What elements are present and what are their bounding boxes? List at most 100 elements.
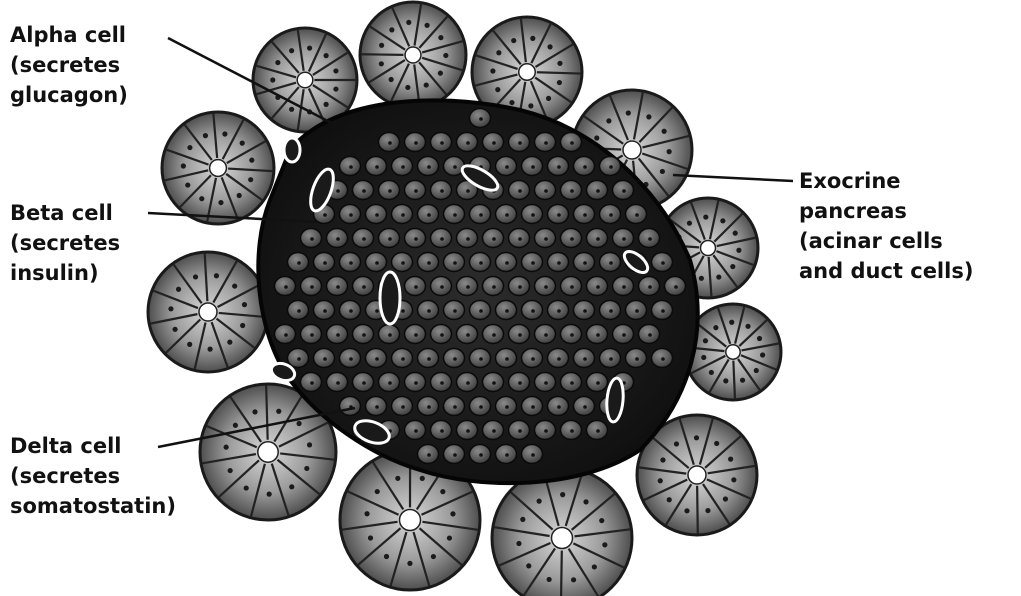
- islet-cell-nucleus: [414, 189, 418, 193]
- islet-cell-nucleus: [609, 165, 613, 169]
- islet-cell-nucleus: [466, 285, 470, 289]
- islet-cell-nucleus: [440, 333, 444, 337]
- islet-cell-nucleus: [505, 213, 509, 217]
- islet-cell-nucleus: [570, 189, 574, 193]
- islet-cell-nucleus: [544, 381, 548, 385]
- acinar-nucleus: [667, 497, 672, 502]
- acinar-nucleus: [716, 274, 721, 279]
- islet-cell-nucleus: [414, 333, 418, 337]
- islet-cell-nucleus: [453, 213, 457, 217]
- islet-cell-nucleus: [453, 309, 457, 313]
- acinar-nucleus: [537, 499, 542, 504]
- islet-cell-nucleus: [479, 261, 483, 265]
- islet-cell-nucleus: [635, 213, 639, 217]
- islet-cell-nucleus: [648, 285, 652, 289]
- acinar-nucleus: [447, 535, 452, 540]
- acinar-nucleus: [516, 541, 521, 546]
- islet-cell-nucleus: [323, 261, 327, 265]
- acinus: [360, 2, 466, 108]
- acinar-nucleus: [405, 85, 410, 90]
- acinar-nucleus: [203, 133, 208, 138]
- islet-cell-nucleus: [453, 261, 457, 265]
- acinar-nucleus: [389, 77, 394, 82]
- acinar-nucleus: [420, 476, 425, 481]
- islet-cell-nucleus: [466, 381, 470, 385]
- islet-cell-nucleus: [349, 165, 353, 169]
- delta-label-line-2: (secretes: [10, 464, 120, 488]
- label-alpha-cell: Alpha cell (secretes glucagon): [10, 23, 128, 107]
- acinar-nucleus: [526, 563, 531, 568]
- islet-cell-nucleus: [414, 141, 418, 145]
- islet-cell-nucleus: [622, 285, 626, 289]
- acinar-nucleus: [733, 231, 738, 236]
- acinar-nucleus: [714, 441, 719, 446]
- islet-cell-nucleus: [310, 237, 314, 241]
- acinar-nucleus: [249, 158, 254, 163]
- islet-cell-nucleus: [427, 453, 431, 457]
- islet-cell-nucleus: [375, 405, 379, 409]
- islet-cell-nucleus: [505, 309, 509, 313]
- acinar-lumen: [297, 72, 313, 88]
- acinar-nucleus: [168, 306, 173, 311]
- acinar-nucleus: [705, 508, 710, 513]
- acinar-nucleus: [557, 61, 562, 66]
- acinar-lumen: [210, 160, 227, 177]
- islet-cell-nucleus: [544, 141, 548, 145]
- islet-cell-nucleus: [323, 213, 327, 217]
- islet-cell-nucleus: [453, 405, 457, 409]
- acinar-nucleus: [723, 496, 728, 501]
- islet-cell-nucleus: [570, 285, 574, 289]
- islet-cell-nucleus: [596, 381, 600, 385]
- islet-cell-nucleus: [557, 165, 561, 169]
- acinar-nucleus: [224, 445, 229, 450]
- acinar-lumen: [258, 442, 278, 462]
- islet-cell-nucleus: [479, 405, 483, 409]
- acinar-nucleus: [754, 368, 759, 373]
- acinar-nucleus: [699, 276, 704, 281]
- islet-cell-nucleus: [323, 309, 327, 313]
- islet-cell-nucleus: [388, 333, 392, 337]
- islet-cell-nucleus: [414, 381, 418, 385]
- acinar-nucleus: [547, 577, 552, 582]
- islet-cell-nucleus: [518, 237, 522, 241]
- acinar-nucleus: [546, 96, 551, 101]
- islet-cell-nucleus: [401, 213, 405, 217]
- islet-cell-nucleus: [570, 333, 574, 337]
- islet-cell-nucleus: [479, 117, 483, 121]
- islet-cell-nucleus: [505, 261, 509, 265]
- islet-cell-nucleus: [427, 357, 431, 361]
- islet-cell-nucleus: [531, 309, 535, 313]
- islet-cell-nucleus: [492, 237, 496, 241]
- islet-cell-nucleus: [661, 261, 665, 265]
- islet-cell-nucleus: [622, 333, 626, 337]
- acinar-nucleus: [530, 36, 535, 41]
- acinar-nucleus: [684, 508, 689, 513]
- islet-cell-nucleus: [531, 165, 535, 169]
- islet-cell-nucleus: [557, 261, 561, 265]
- acinar-nucleus: [199, 196, 204, 201]
- acinar-nucleus: [324, 53, 329, 58]
- islet-cell-nucleus: [492, 429, 496, 433]
- acinar-nucleus: [424, 23, 429, 28]
- islet-cell-nucleus: [388, 381, 392, 385]
- islet-cell-nucleus: [336, 333, 340, 337]
- islet-cell-nucleus: [349, 261, 353, 265]
- islet-cell-nucleus: [401, 309, 405, 313]
- acinar-nucleus: [207, 347, 212, 352]
- acinar-nucleus: [490, 68, 495, 73]
- acinar-nucleus: [232, 283, 237, 288]
- islet-cell-nucleus: [375, 309, 379, 313]
- islet-cell-nucleus: [609, 261, 613, 265]
- islet-cell-nucleus: [466, 141, 470, 145]
- islet-cell-nucleus: [648, 237, 652, 241]
- acinar-nucleus: [509, 100, 514, 105]
- islet-cell-nucleus: [518, 189, 522, 193]
- islet-cell-nucleus: [440, 237, 444, 241]
- islet-cell-nucleus: [648, 333, 652, 337]
- islet-cell-nucleus: [557, 309, 561, 313]
- exocrine-leader-line: [673, 175, 793, 181]
- acinar-nucleus: [731, 477, 736, 482]
- islet-cell-nucleus: [570, 429, 574, 433]
- exocrine-label-line-4: and duct cells): [799, 259, 973, 283]
- islet-cell-nucleus: [596, 237, 600, 241]
